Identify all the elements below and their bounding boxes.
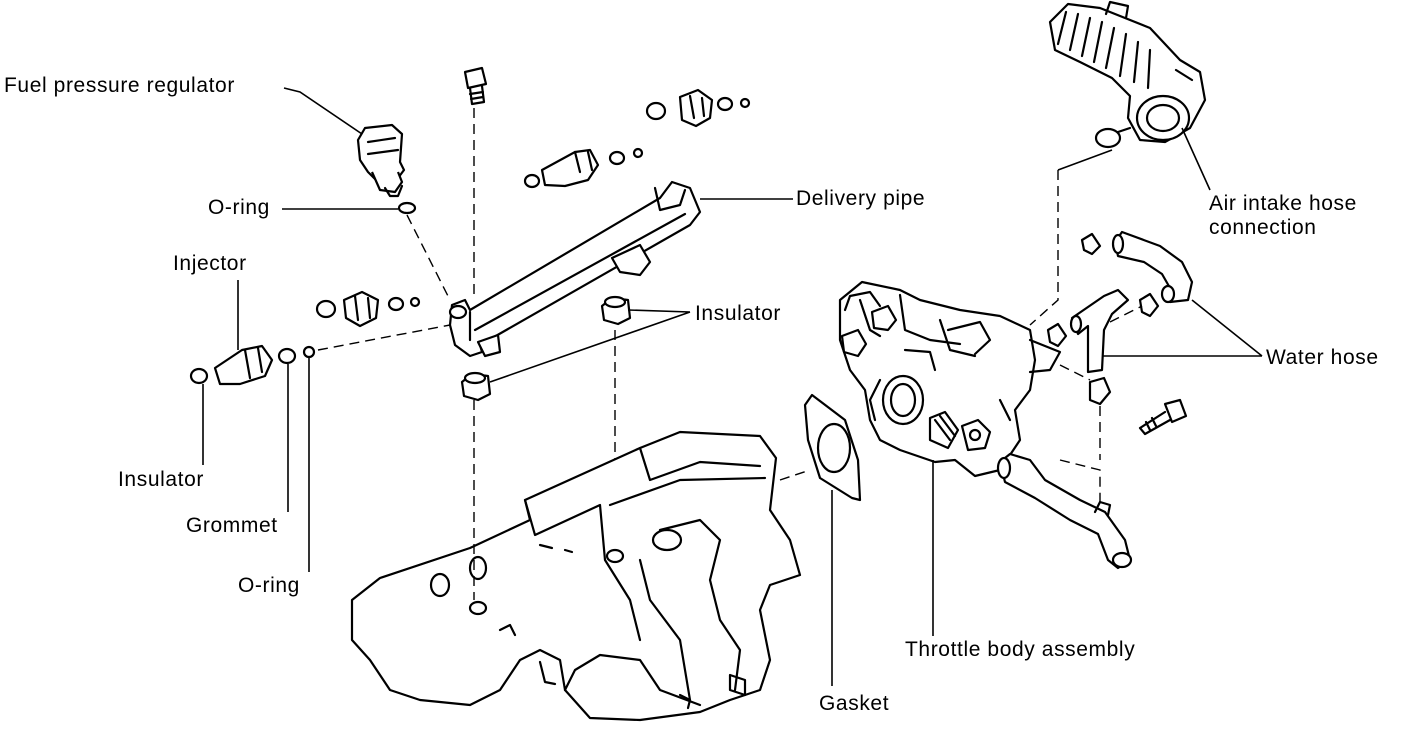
label-insulator-center: Insulator (695, 302, 781, 325)
leader-lines (202, 87, 1263, 686)
insulator-center-drawing (460, 295, 632, 402)
label-throttle-body-assembly: Throttle body assembly (905, 638, 1136, 661)
upper-injector-drawing (523, 147, 644, 189)
intake-manifold-drawing (350, 430, 802, 722)
middle-injector-drawing (315, 290, 421, 328)
label-o-ring-top: O-ring (208, 196, 270, 219)
left-injector-drawing (189, 344, 316, 386)
label-fuel-pressure-regulator: Fuel pressure regulator (4, 74, 235, 97)
label-o-ring-bottom: O-ring (238, 574, 300, 597)
label-gasket: Gasket (819, 692, 890, 715)
gasket-drawing (803, 393, 862, 502)
throttle-bolt-drawing (1138, 398, 1188, 436)
label-air-intake-hose-line2: connection (1209, 216, 1317, 239)
label-injector: Injector (173, 252, 247, 275)
water-hose-drawing (996, 230, 1194, 570)
label-delivery-pipe: Delivery pipe (796, 187, 926, 210)
label-grommet: Grommet (186, 514, 278, 537)
air-intake-hose-drawing (1048, 0, 1207, 149)
label-water-hose: Water hose (1266, 346, 1379, 369)
throttle-body-drawing (838, 280, 1062, 478)
label-insulator-left: Insulator (118, 468, 204, 491)
top-right-injector-drawing (645, 88, 751, 128)
assembly-centerlines (317, 108, 1143, 600)
rail-bolt-drawing (463, 66, 488, 106)
delivery-pipe-drawing (448, 180, 702, 358)
fuel-pressure-regulator-drawing (356, 123, 417, 215)
label-air-intake-hose-line1: Air intake hose (1209, 192, 1357, 215)
